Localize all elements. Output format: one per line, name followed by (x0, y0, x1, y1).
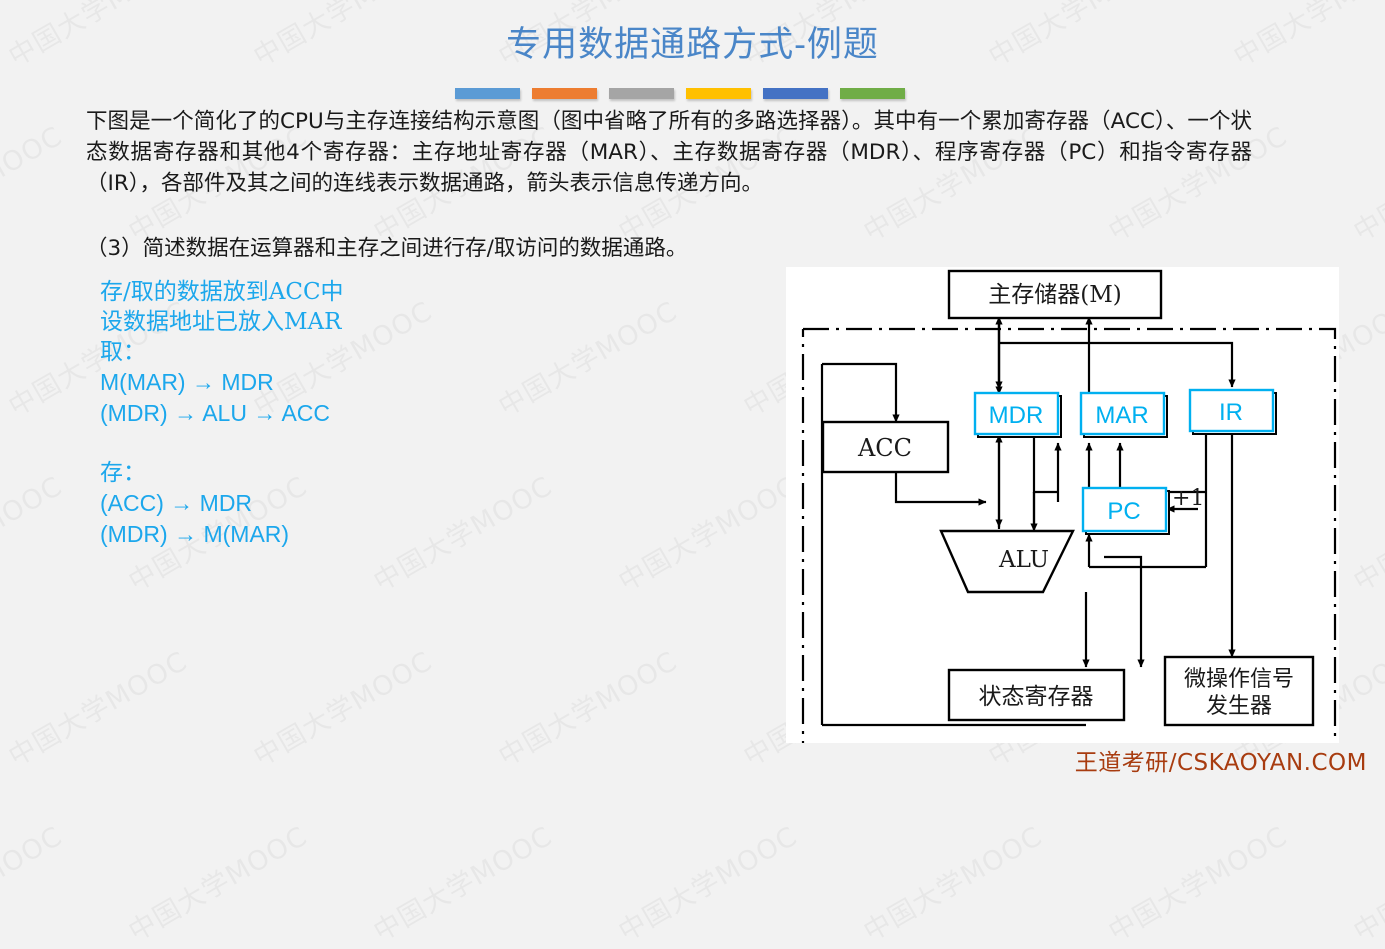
page-title: 专用数据通路方式-例题 (506, 25, 879, 65)
arrow-loop-to-acc (822, 362, 900, 423)
acc-label: ACC (857, 434, 912, 462)
watermark-text: 中国大学MOOC (0, 815, 68, 949)
watermark-text: 中国大学MOOC (365, 465, 558, 599)
alu-shape: ALU (939, 529, 1075, 594)
microsignal-generator-box: 微操作信号 发生器 (1163, 655, 1315, 727)
alu-label: ALU (998, 547, 1049, 573)
accent-bar-2 (532, 88, 597, 99)
arrow-bus-to-ir (999, 341, 1236, 388)
mdr-box: MDR (973, 391, 1062, 438)
accent-bar-6 (840, 88, 905, 99)
watermark-text: 中国大学MOOC (1345, 815, 1385, 949)
watermark-text: 中国大学MOOC (855, 815, 1048, 949)
accent-bar-5 (763, 88, 828, 99)
note-line-4: M(MAR) → MDR (100, 369, 274, 395)
note-spacer (100, 429, 344, 458)
pc-label: PC (1107, 498, 1140, 525)
footer-brand: 王道考研/CSKAOYAN.COM (1074, 750, 1367, 776)
problem-statement: 下图是一个简化了的CPU与主存连接结构示意图（图中省略了所有的多路选择器）。其中… (86, 109, 1252, 196)
watermark-text: 中国大学MOOC (1345, 115, 1385, 249)
watermark-text: 中国大学MOOC (245, 640, 438, 774)
note-line-6: 存： (100, 460, 146, 486)
accent-bar-1 (455, 88, 520, 99)
watermark-text: 中国大学MOOC (610, 815, 803, 949)
memory-label: 主存储器(M) (988, 282, 1122, 308)
microsignal-label-1: 微操作信号 (1184, 667, 1294, 692)
ir-label: IR (1219, 399, 1243, 426)
cpu-boundary (801, 327, 1337, 743)
watermark-text: 中国大学MOOC (365, 815, 558, 949)
arrow-acc-to-bus (894, 472, 987, 506)
mar-box: MAR (1079, 391, 1168, 438)
note-line-1: 存/取的数据放到ACC中 (100, 279, 344, 305)
plus-one-label: +1 (1172, 486, 1204, 511)
watermark-text: 中国大学MOOC (1345, 465, 1385, 599)
ir-box: IR (1188, 388, 1277, 435)
watermark-text: 中国大学MOOC (0, 640, 193, 774)
watermark-text: 中国大学MOOC (0, 465, 68, 599)
note-line-2: 设数据地址已放入MAR (100, 309, 342, 335)
watermark-text: 中国大学MOOC (0, 115, 68, 249)
status-register-box: 状态寄存器 (947, 668, 1126, 722)
microsignal-label-2: 发生器 (1206, 694, 1272, 719)
note-line-8: (MDR) → M(MAR) (100, 521, 290, 547)
memory-box: 主存储器(M) (947, 269, 1163, 320)
pc-box: PC (1081, 486, 1170, 535)
arrow-alu-to-status-right (1104, 555, 1145, 668)
accent-bar-group (455, 88, 905, 99)
watermark-text: 中国大学MOOC (120, 815, 313, 949)
mar-label: MAR (1095, 402, 1148, 429)
watermark-text: 中国大学MOOC (610, 465, 803, 599)
acc-box: ACC (821, 420, 950, 474)
cpu-datapath-diagram: 主存储器(M) ACC ALU 状态寄存器 微操作信号 发生器 MDR MAR … (786, 267, 1339, 743)
accent-bar-3 (609, 88, 674, 99)
watermark-text: 中国大学MOOC (490, 640, 683, 774)
status-register-label: 状态寄存器 (979, 684, 1094, 710)
answer-notes: 存/取的数据放到ACC中 设数据地址已放入MAR 取： M(MAR) → MDR… (100, 277, 344, 550)
accent-bar-4 (686, 88, 751, 99)
note-line-3: 取： (100, 339, 146, 365)
watermark-text: 中国大学MOOC (490, 290, 683, 424)
note-line-7: (ACC) → MDR (100, 490, 253, 516)
note-line-5: (MDR) → ALU → ACC (100, 400, 331, 426)
question-line: （3）简述数据在运算器和主存之间进行存/取访问的数据通路。 (86, 236, 688, 261)
watermark-text: 中国大学MOOC (1100, 815, 1293, 949)
mdr-bottom-branch (1032, 435, 1058, 494)
mdr-label: MDR (989, 402, 1044, 429)
